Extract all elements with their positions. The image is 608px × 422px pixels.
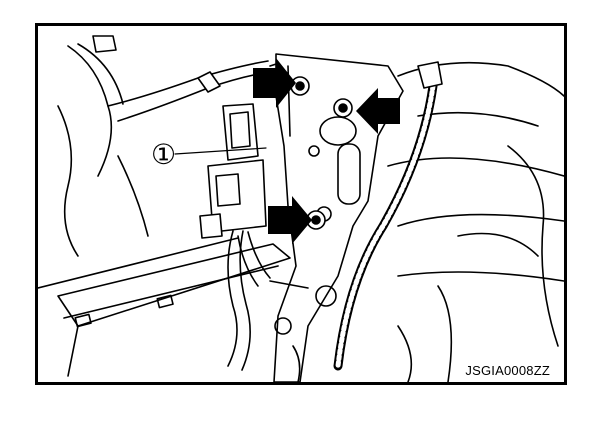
arrow-indicator-bolt-top-right <box>356 88 400 134</box>
connector-bracket <box>199 103 271 371</box>
door-sill-trim <box>38 237 291 377</box>
bolt <box>290 76 310 96</box>
callout-leader-line <box>174 147 267 155</box>
bolt <box>333 98 353 118</box>
figure-id-label: JSGIA0008ZZ <box>465 363 550 378</box>
callout-1-label: ① <box>151 138 176 171</box>
arrow-indicator-bolt-middle <box>268 196 312 244</box>
callout-1: ① <box>151 138 176 171</box>
illustration: ① <box>38 35 564 382</box>
corrugated-harness <box>333 61 443 371</box>
rear-seatback <box>387 61 564 382</box>
figure-frame: ① JSGIA0008ZZ <box>35 23 567 385</box>
arrow-indicator-bolt-top-left <box>253 58 296 108</box>
